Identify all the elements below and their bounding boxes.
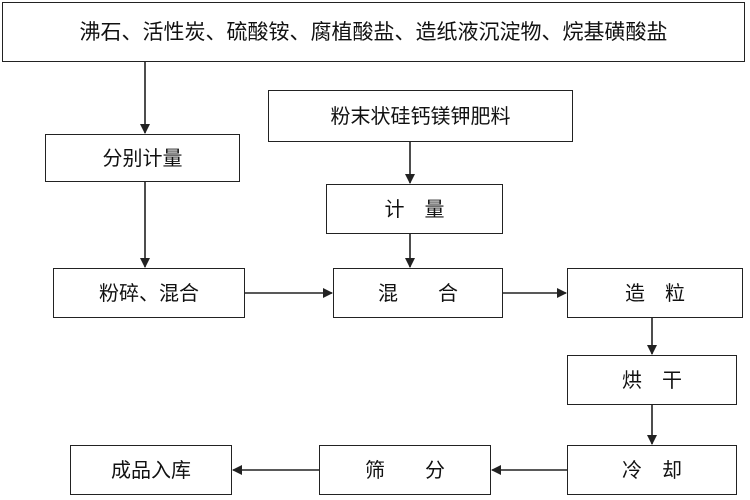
mix-node: 混 合 xyxy=(333,268,503,318)
crush-mix-node: 粉碎、混合 xyxy=(53,268,245,318)
granulate-node: 造 粒 xyxy=(567,268,743,318)
measure-separately-node: 分别计量 xyxy=(45,134,240,182)
dry-node: 烘 干 xyxy=(567,355,737,405)
measure-node: 计 量 xyxy=(326,184,503,234)
screen-node: 筛 分 xyxy=(319,445,491,495)
cool-node: 冷 却 xyxy=(567,445,737,495)
powder-fertilizer-node: 粉末状硅钙镁钾肥料 xyxy=(268,90,573,142)
finished-storage-node: 成品入库 xyxy=(70,445,232,495)
raw-materials-node: 沸石、活性炭、硫酸铵、腐植酸盐、造纸液沉淀物、烷基磺酸盐 xyxy=(2,2,745,62)
